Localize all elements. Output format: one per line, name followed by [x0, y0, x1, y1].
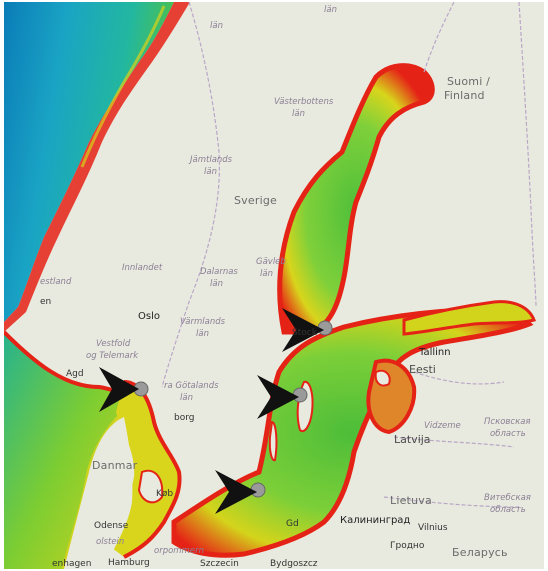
label-gavleborg-2: län — [260, 269, 273, 279]
label-dalarna-2: län — [210, 279, 223, 289]
label-vastra-gotaland-2: län — [180, 393, 193, 403]
label-goteborg: borg — [174, 413, 195, 423]
label-belarus: Беларусь — [452, 546, 508, 559]
border-sweden-norway — [161, 2, 221, 388]
arrow-right-icon — [282, 308, 324, 352]
arrow-right-icon — [257, 375, 299, 419]
marker-stockholm[interactable] — [282, 308, 333, 352]
oland-island — [268, 420, 278, 462]
label-vasterbotten: Västerbottens — [274, 97, 334, 107]
marker-skagerrak[interactable] — [99, 367, 149, 412]
label-vestland: estland — [40, 277, 72, 287]
label-stockholm: Stock — [292, 328, 317, 338]
label-suomi: Suomi / — [447, 75, 491, 88]
label-hamburg: Hamburg — [108, 558, 150, 568]
label-gdansk: Gd — [286, 519, 299, 529]
label-szczecin: Szczecin — [200, 559, 239, 569]
label-vastra-gotaland: ra Götalands — [164, 381, 219, 391]
border-baltics — [383, 371, 520, 508]
border-finland-russia — [518, 2, 537, 308]
label-bergen-fragment: en — [40, 297, 52, 307]
bathymetry-map — [4, 2, 544, 569]
label-latvija: Latvija — [394, 433, 431, 446]
label-gavleborg: Gävleb — [256, 257, 286, 267]
label-oslo: Oslo — [138, 311, 160, 322]
label-bydgoszcz: Bydgoszcz — [270, 559, 318, 569]
label-pskov-2: область — [490, 429, 526, 439]
label-lietuva: Lietuva — [390, 494, 432, 507]
marker-gotland[interactable] — [257, 375, 308, 419]
label-finland: Finland — [444, 89, 485, 102]
label-top-center-lan: län — [210, 21, 223, 31]
label-vestfold-2: og Telemark — [86, 351, 139, 361]
arrow-right-icon — [99, 367, 139, 412]
label-sverige: Sverige — [234, 194, 277, 207]
label-top-lan: län — [324, 5, 337, 15]
border-sweden-finland — [423, 2, 455, 73]
label-vestfold: Vestfold — [96, 339, 131, 349]
label-jamtland: Jämtlands — [190, 155, 233, 165]
label-vitebsk: Витебская — [484, 493, 531, 503]
marker-bornholm[interactable] — [215, 470, 266, 514]
label-danmark: Danmar — [92, 459, 138, 472]
label-vasterbotten-2: län — [292, 109, 305, 119]
label-kobenhavn: Køb — [156, 489, 174, 499]
label-varmland: Värmlands — [180, 317, 226, 327]
north-sea — [4, 332, 126, 569]
norway-coast-fringe — [4, 2, 190, 332]
label-copenhagen-fragment: enhagen — [52, 559, 92, 569]
arrow-right-icon — [215, 470, 257, 514]
label-grodno: Гродно — [390, 541, 425, 551]
label-vorpommern: orpommern — [154, 546, 204, 556]
label-jamtland-2: län — [204, 167, 217, 177]
label-eesti: Eesti — [409, 363, 436, 376]
label-vilnius: Vilnius — [418, 523, 448, 533]
label-tallinn: Tallinn — [419, 347, 451, 358]
label-vidzeme: Vidzeme — [424, 421, 461, 431]
label-holstein: olstein — [96, 537, 125, 547]
saaremaa-island — [374, 369, 391, 387]
map-container[interactable]: Suomi / Finland Sverige Eesti Latvija Li… — [4, 2, 544, 569]
gulf-of-finland — [404, 301, 534, 334]
label-innlandet: Innlandet — [122, 263, 163, 273]
label-varmland-2: län — [196, 329, 209, 339]
label-agder: Agd — [66, 369, 84, 379]
norwegian-sea — [4, 2, 174, 322]
danish-islands — [137, 469, 164, 504]
label-pskov: Псковская — [484, 417, 531, 427]
label-odense: Odense — [94, 521, 129, 531]
label-kaliningrad: Калининград — [340, 515, 411, 526]
label-dalarna: Dalarnas — [200, 267, 238, 277]
label-vitebsk-2: область — [490, 505, 526, 515]
jutland — [64, 417, 133, 569]
